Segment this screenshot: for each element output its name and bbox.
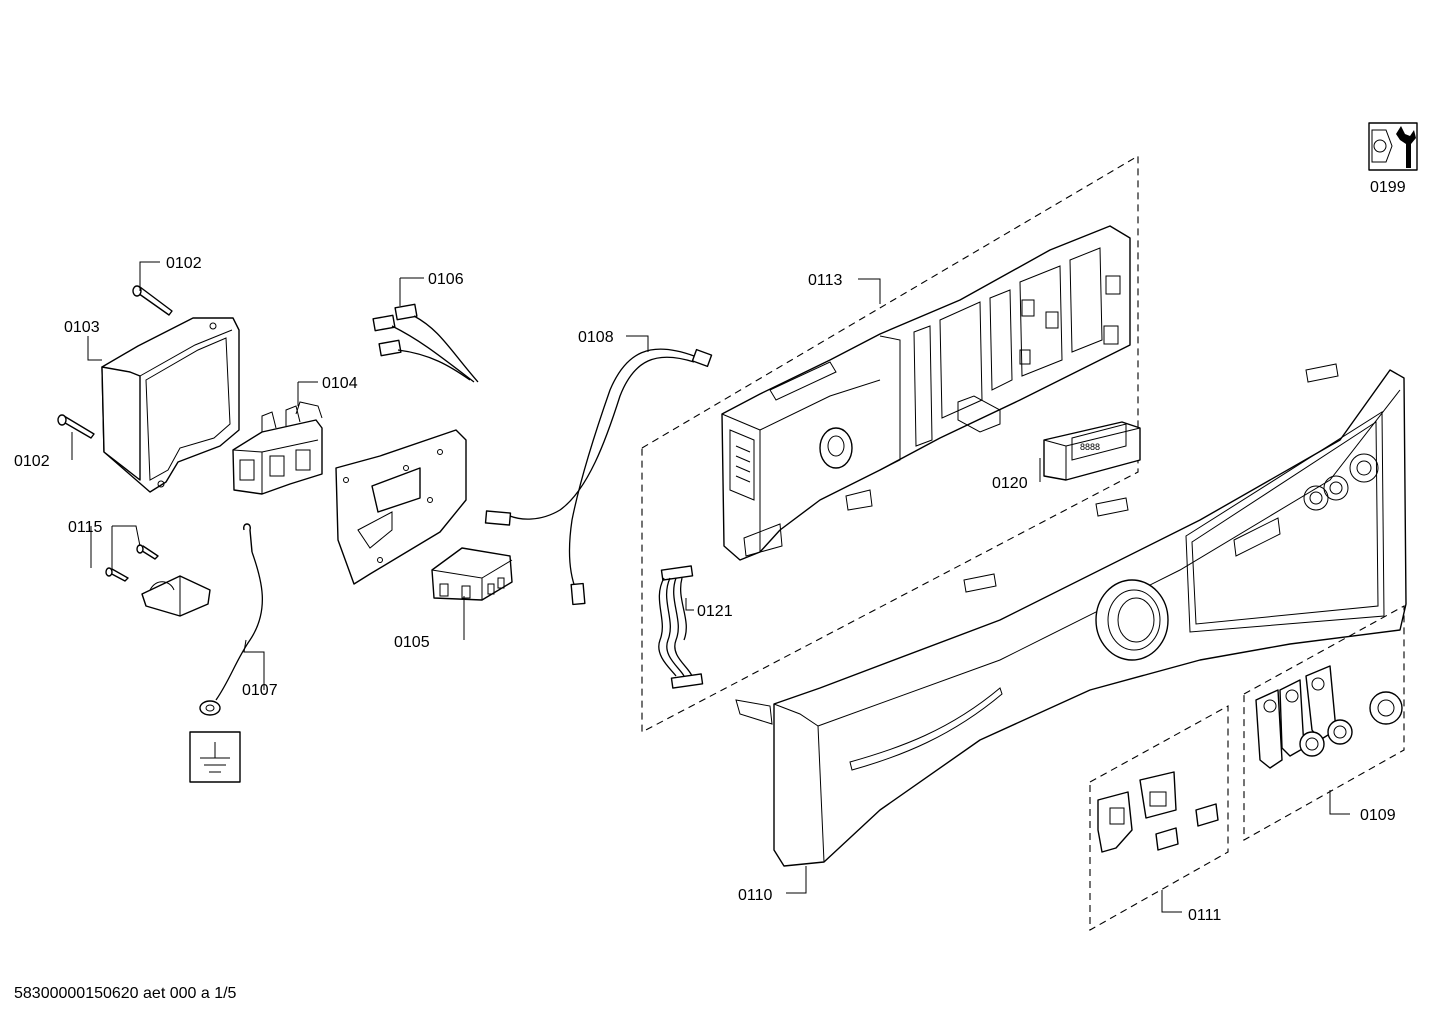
- callout-0103: 0103: [64, 319, 100, 336]
- control-panel-fascia-part: [735, 363, 1407, 867]
- callout-0121: 0121: [697, 603, 733, 620]
- screw-clamp-1: [136, 544, 159, 560]
- relay-part: [431, 547, 513, 601]
- callout-0104: 0104: [322, 375, 358, 392]
- tool-kit-icon: [1368, 122, 1418, 171]
- callout-0111: 0111: [1188, 907, 1221, 924]
- document-id: 58300000150620 aet 000 a 1/5: [14, 985, 237, 1002]
- callout-0110: 0110: [738, 887, 773, 904]
- mounting-plate-part: [335, 429, 467, 585]
- display-digits: 8888: [1080, 442, 1100, 452]
- callout-0107: 0107: [242, 682, 278, 699]
- control-module-part: [721, 225, 1131, 561]
- earth-wire-part: [199, 523, 263, 716]
- callout-0108: 0108: [578, 329, 614, 346]
- ribbon-cable-part: [658, 565, 704, 689]
- leader-lines: [71, 261, 1350, 913]
- cable-harness-part: [484, 348, 713, 606]
- callout-0113: 0113: [808, 272, 843, 289]
- filter-block-part: [232, 401, 323, 495]
- cover-box-part: [101, 317, 240, 493]
- cable-clamp-part: [141, 575, 211, 617]
- callout-0199: 0199: [1370, 179, 1406, 196]
- callout-0109: 0109: [1360, 807, 1396, 824]
- callout-0105: 0105: [394, 634, 430, 651]
- screw-lower: [57, 414, 95, 439]
- knobs-and-switches-part: [1255, 665, 1403, 769]
- callout-0115: 0115: [68, 519, 103, 536]
- callout-0120: 0120: [992, 475, 1028, 492]
- group-0111-outline: [1089, 705, 1229, 931]
- wire-connector-set: [372, 303, 479, 383]
- group-0109-outline: [1243, 605, 1405, 841]
- screw-clamp-2: [105, 567, 129, 582]
- callout-0102-bottom: 0102: [14, 453, 50, 470]
- display-part: 8888: [1043, 421, 1141, 481]
- button-keys-part: [1097, 771, 1219, 853]
- callout-0106: 0106: [428, 271, 464, 288]
- electronics-group-outline: [641, 155, 1139, 733]
- callout-0102-top: 0102: [166, 255, 202, 272]
- screw-upper: [132, 285, 173, 316]
- ground-symbol-icon: [189, 731, 241, 783]
